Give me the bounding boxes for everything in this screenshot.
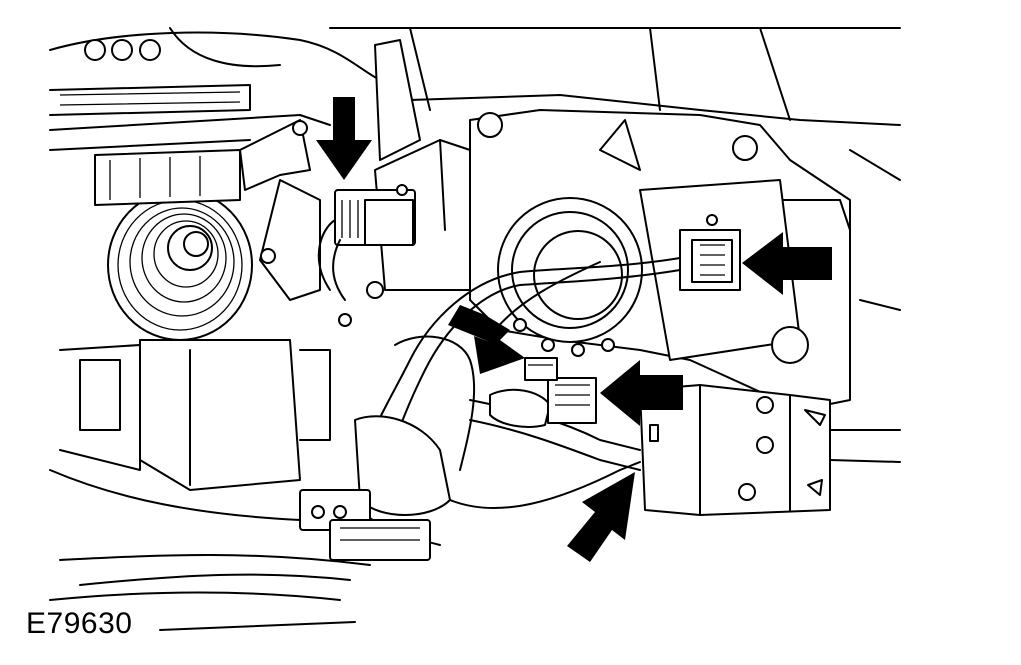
figure-code: E79630 (26, 607, 133, 640)
callout-arrows (316, 97, 832, 562)
harness-pegs (338, 313, 615, 357)
connector-upper-left (317, 184, 416, 301)
arrow-left-icon (600, 360, 683, 426)
column-bracket (94, 119, 321, 301)
wiring-harness (354, 257, 681, 546)
ignition-switch-body (366, 39, 501, 299)
connector-right (679, 229, 741, 291)
figure-code-leader (159, 621, 356, 631)
dashboard-panel (49, 27, 901, 151)
lower-trim (49, 149, 901, 601)
ignition-lock-boot (107, 189, 253, 341)
connector-middle (524, 357, 597, 424)
arrow-down-right-icon (448, 305, 525, 374)
arrow-down-icon (316, 97, 372, 180)
arrow-up-right-icon (567, 472, 635, 562)
multifunction-switch (639, 384, 831, 516)
lower-column-shroud (59, 339, 331, 491)
connector-lower-left (299, 489, 431, 561)
arrow-left-icon (742, 232, 832, 295)
